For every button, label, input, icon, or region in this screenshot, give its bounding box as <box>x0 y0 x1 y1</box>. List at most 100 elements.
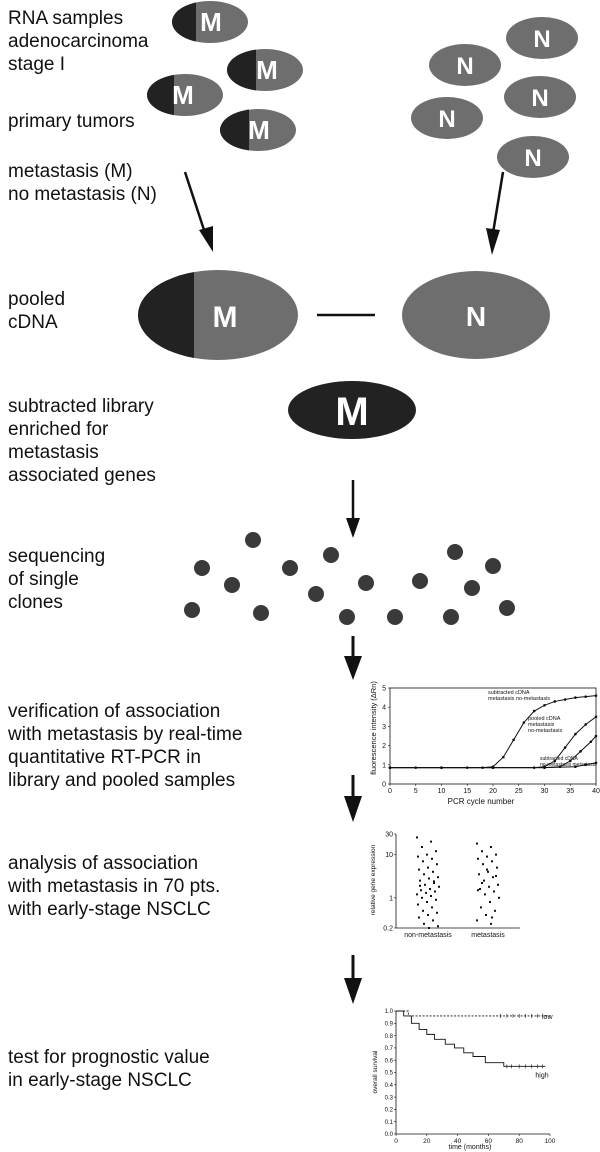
expression-point <box>431 857 433 860</box>
pcr-point <box>594 761 598 765</box>
clone-dot <box>282 560 298 576</box>
x-tick-label: 25 <box>515 788 523 795</box>
pcr-point <box>584 763 587 767</box>
arrow-down <box>344 636 362 680</box>
y-tick-label: 4 <box>382 705 386 712</box>
expression-point <box>481 850 483 853</box>
expression-point <box>498 896 500 899</box>
y-tick-label: 30 <box>385 832 393 839</box>
pooled-n-oval: N <box>402 271 550 359</box>
expression-point <box>496 866 498 869</box>
expression-point <box>432 919 434 922</box>
svg-text:M: M <box>248 115 270 145</box>
x-tick-label: 80 <box>516 1138 524 1145</box>
y-tick-label: 0.2 <box>385 1108 394 1114</box>
pcr-point <box>584 695 587 698</box>
expression-point <box>492 876 494 879</box>
expression-point <box>417 855 419 858</box>
pcr-point <box>553 759 557 763</box>
m-oval: M <box>172 1 248 43</box>
svg-text:N: N <box>533 26 550 53</box>
subtracted-m-oval: M <box>288 381 416 439</box>
pcr-point <box>563 698 567 701</box>
svg-text:M: M <box>256 55 278 85</box>
expression-point <box>434 890 436 893</box>
m-oval: M <box>220 109 296 151</box>
expression-point <box>478 873 480 876</box>
x-tick-label: 30 <box>541 788 549 795</box>
clone-dot <box>224 577 240 593</box>
y-tick-label: 3 <box>382 724 386 731</box>
expression-point <box>494 909 496 912</box>
svg-text:metastasis: metastasis <box>528 722 555 728</box>
pcr-point <box>574 732 577 736</box>
expression-point <box>428 877 430 880</box>
svg-text:no-metastasis metastasis: no-metastasis metastasis <box>540 762 597 768</box>
pcr-point <box>543 703 546 707</box>
rna-samples-label: RNA samples adenocarcinoma stage I <box>8 8 149 75</box>
n-oval: N <box>506 17 578 59</box>
y-tick-label: 0.7 <box>385 1046 394 1052</box>
svg-text:N: N <box>531 85 548 112</box>
expression-point <box>437 876 439 879</box>
expression-point <box>437 925 439 928</box>
n-oval: N <box>411 97 483 139</box>
expression-point <box>426 853 428 856</box>
y-tick-label: 0.5 <box>385 1071 394 1077</box>
pcr-annotation-pooled: pooled cDNA metastasis no-metastasis <box>528 716 562 734</box>
expression-point <box>424 883 426 886</box>
clone-dot <box>464 580 480 596</box>
pcr-point <box>574 696 577 699</box>
pcr-point <box>502 755 505 759</box>
expression-point <box>480 906 482 909</box>
survival-label-high: high <box>535 1072 548 1079</box>
x-tick-label: 20 <box>423 1138 431 1145</box>
y-tick-label: 2 <box>382 743 386 750</box>
x-tick-label: 35 <box>566 788 574 795</box>
y-tick-label: 0.9 <box>385 1022 394 1028</box>
pcr-amplification-chart: fluorescence intensity (ΔRn) PCR cycle n… <box>369 681 600 806</box>
svg-text:N: N <box>438 106 455 133</box>
x-tick-label: 0 <box>388 788 392 795</box>
expression-point <box>416 893 418 896</box>
expression-scatter-chart: relative gene expression 0.211030non-met… <box>370 832 520 939</box>
expression-point <box>438 885 440 888</box>
x-tick-label: 5 <box>414 788 418 795</box>
expression-point <box>420 889 422 892</box>
y-tick-label: 0.3 <box>385 1095 394 1101</box>
pcr-point <box>522 721 526 724</box>
expression-point <box>482 863 484 866</box>
pcr-annotation-subtracted-bottom: subtracted cDNA no-metastasis metastasis <box>540 756 597 768</box>
verification-label: verification of association with metasta… <box>8 701 243 791</box>
expression-point <box>427 913 429 916</box>
m-oval: M <box>147 74 223 116</box>
subtracted-library-label: subtracted library enriched for metastas… <box>8 396 156 486</box>
arrow-down <box>344 955 362 1004</box>
svg-text:N: N <box>524 145 541 172</box>
n-oval: N <box>504 76 576 118</box>
arrow-down <box>346 480 360 538</box>
x-tick-label: 15 <box>463 788 471 795</box>
expression-point <box>423 873 425 876</box>
expression-point <box>418 868 420 871</box>
pcr-point <box>491 766 495 769</box>
x-tick-label: 60 <box>485 1138 493 1145</box>
survival-curve-high <box>396 1010 546 1067</box>
svg-text:N: N <box>456 53 473 80</box>
pcr-point <box>440 766 443 769</box>
expression-point <box>423 922 425 925</box>
pcr-point <box>388 766 392 769</box>
expression-point <box>497 883 499 886</box>
y-tick-label: 0.8 <box>385 1034 394 1040</box>
pcr-point <box>543 766 546 769</box>
expression-point <box>429 887 431 890</box>
expression-point <box>416 836 418 839</box>
svg-text:M: M <box>335 390 368 434</box>
expression-point <box>422 909 424 912</box>
expression-point <box>490 922 492 925</box>
y-axis-label: fluorescence intensity (ΔRn) <box>369 681 378 775</box>
expression-point <box>483 879 485 882</box>
clone-dot <box>447 544 463 560</box>
